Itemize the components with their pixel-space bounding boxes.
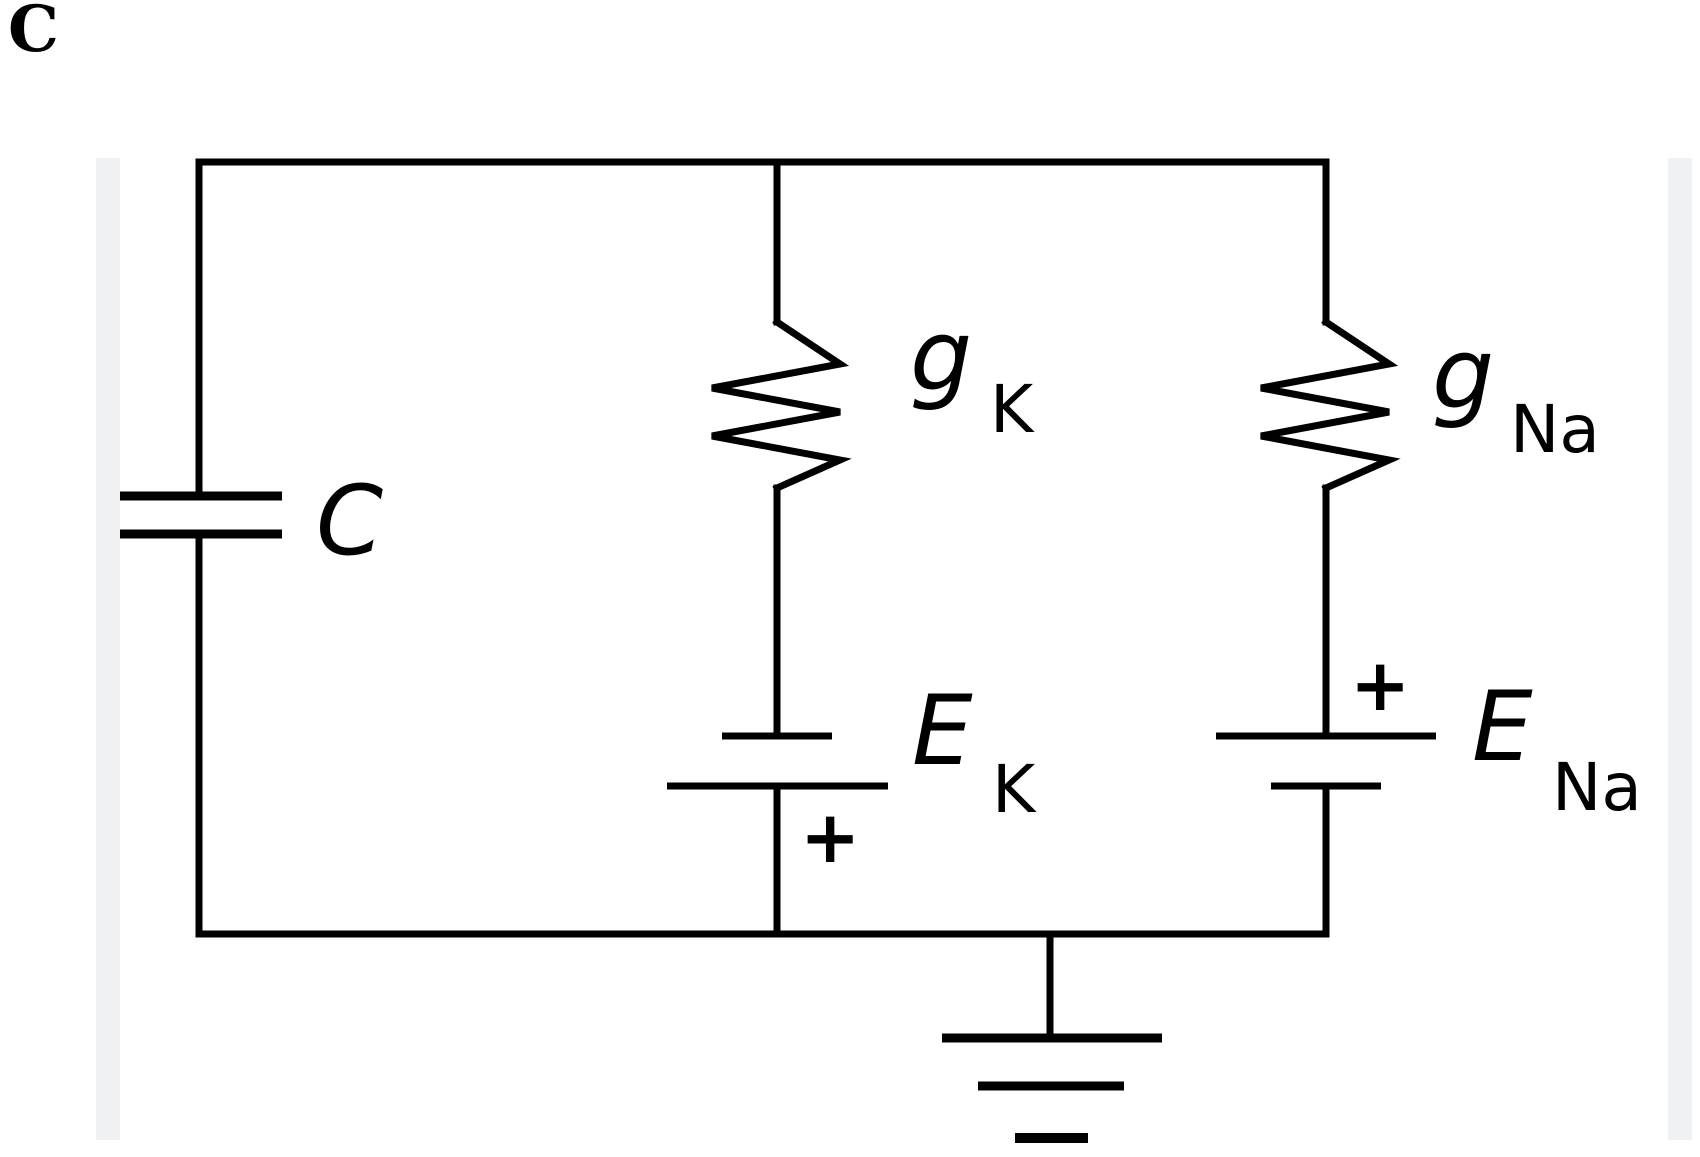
gk-subscript-label: K	[990, 371, 1035, 448]
ek-symbol-label: E	[912, 675, 973, 787]
gk-resistor-zigzag	[711, 317, 852, 493]
gna-resistor-zigzag	[1260, 317, 1401, 493]
ena-subscript-label: Na	[1552, 749, 1642, 826]
gna-symbol-label: g	[1432, 318, 1494, 432]
gna-subscript-label: Na	[1510, 391, 1600, 468]
ena-polarity-plus: +	[1350, 643, 1410, 727]
gk-symbol-label: g	[910, 300, 972, 414]
ek-polarity-plus: +	[800, 795, 860, 879]
frame-right-strip	[1668, 158, 1692, 1140]
frame-left-strip	[96, 158, 120, 1140]
ek-subscript-label: K	[992, 751, 1037, 828]
ena-symbol-label: E	[1472, 671, 1533, 783]
panel-label: C	[8, 0, 59, 67]
capacitor-label: C	[316, 465, 383, 577]
